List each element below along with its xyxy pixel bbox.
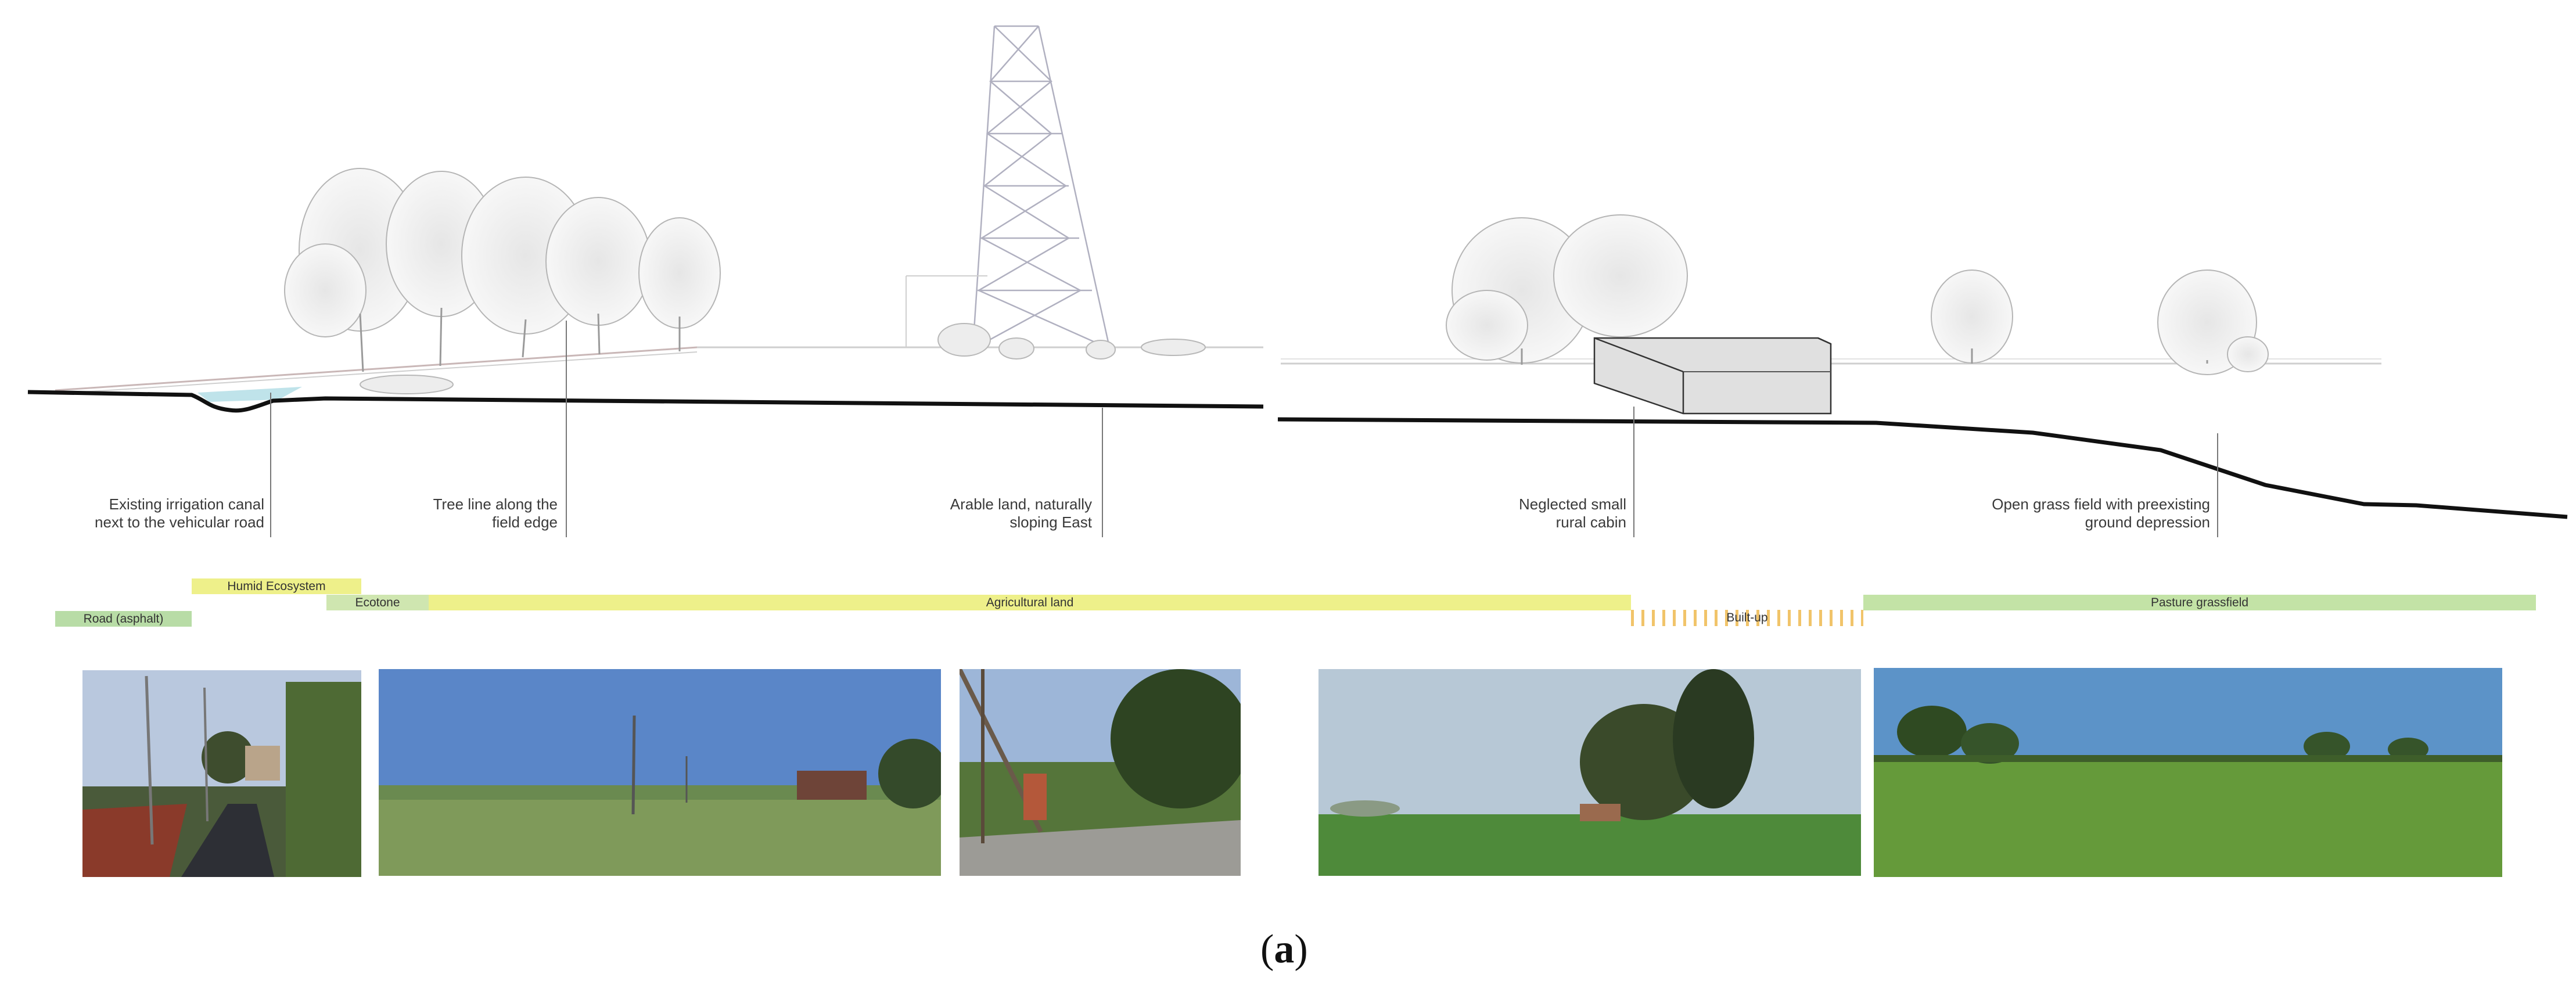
- band-built-up: Built-up: [1631, 610, 1863, 626]
- annotation-tree-line: Tree line along the field edge: [433, 495, 558, 531]
- grassfield-photo: [1874, 668, 2502, 877]
- tree-trunks-right: [1521, 348, 2208, 365]
- leader-lines-right: [1633, 407, 2218, 537]
- pylon-edge-photo: [960, 669, 1241, 876]
- road-photo: [82, 670, 361, 877]
- electric-pylon: [972, 25, 1111, 348]
- cabin-photo: [1318, 669, 1861, 876]
- left-section: [27, 25, 1264, 537]
- caption-letter: a: [1274, 927, 1295, 972]
- left-slope-line-2: [55, 351, 698, 394]
- canal-water: [197, 387, 302, 402]
- left-slope-line: [55, 346, 698, 391]
- shrubs-left: [360, 323, 1206, 394]
- right-section: [1277, 214, 2568, 537]
- band-ecotone: Ecotone: [326, 595, 429, 610]
- caption-open-paren: (: [1260, 927, 1274, 972]
- annotation-cabin: Neglected small rural cabin: [1519, 495, 1626, 531]
- section-drawing: [27, 25, 2568, 537]
- band-road-asphalt: Road (asphalt): [55, 611, 192, 627]
- field-photo: [379, 669, 941, 876]
- annotation-arable-land: Arable land, naturally sloping East: [950, 495, 1092, 531]
- band-agricultural-land: Agricultural land: [429, 595, 1631, 610]
- tree-cluster-right: [1446, 214, 2269, 375]
- band-pasture-grassfield: Pasture grassfield: [1863, 595, 2536, 610]
- left-ground-line: [27, 390, 1264, 413]
- leader-lines-left: [270, 321, 1103, 537]
- tree-cluster-left: [284, 168, 721, 337]
- figure-caption: (a): [1260, 926, 1308, 973]
- right-ground-line: [1277, 417, 2568, 519]
- band-humid-ecosystem: Humid Ecosystem: [192, 578, 361, 594]
- annotation-canal: Existing irrigation canal next to the ve…: [95, 495, 264, 531]
- annotation-grass-field: Open grass field with preexisting ground…: [1992, 495, 2210, 531]
- tree-trunks-left: [359, 307, 681, 372]
- rural-cabin-box: [1593, 337, 1832, 415]
- caption-close-paren: ): [1294, 927, 1308, 972]
